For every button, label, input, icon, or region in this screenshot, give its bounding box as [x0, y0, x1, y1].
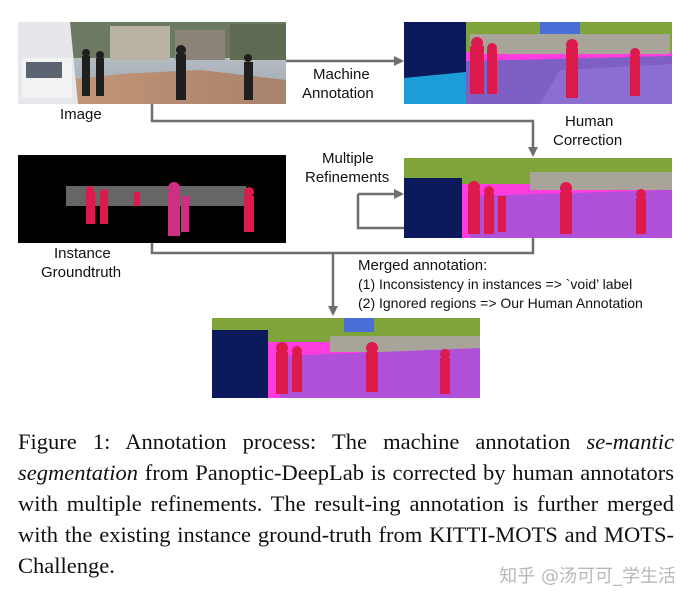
label-merged-line2: (2) Ignored regions => Our Human Annotat…: [358, 295, 643, 311]
caption-emphasis: se-mantic segmentation: [18, 429, 674, 485]
caption-prefix: Figure 1: Annotation process: The machin…: [18, 429, 587, 454]
machine-annotation-segmentation: [404, 22, 672, 104]
label-machine-annotation-1: Machine: [313, 66, 370, 83]
label-merged-line1: (1) Inconsistency in instances => `void’…: [358, 276, 633, 292]
label-instance-groundtruth-1: Instance: [54, 245, 111, 262]
label-instance-groundtruth-2: Groundtruth: [41, 264, 122, 281]
label-merged-title: Merged annotation:: [358, 257, 488, 274]
label-multiple-refinements-2: Refinements: [305, 169, 390, 186]
refined-annotation-segmentation: [404, 158, 672, 238]
watermark: 知乎 @汤可可_学生活: [499, 566, 676, 587]
arrow-merge-right: [333, 238, 535, 255]
figure-caption: Figure 1: Annotation process: The machin…: [18, 426, 674, 581]
annotation-pipeline-figure: [18, 22, 672, 398]
label-machine-annotation-2: Annotation: [302, 85, 374, 102]
flow-arrows: [150, 56, 538, 316]
caption-suffix: from Panoptic-DeepLab is corrected by hu…: [18, 460, 674, 578]
merged-annotation-segmentation: [212, 318, 480, 398]
arrow-human-correction: [150, 104, 538, 157]
arrow-merge-left: [150, 243, 333, 255]
label-image: Image: [60, 106, 102, 123]
instance-groundtruth-mask: [18, 155, 286, 243]
input-street-image: [18, 22, 286, 104]
label-human-correction-2: Correction: [553, 132, 623, 149]
label-human-correction-1: Human: [565, 113, 614, 130]
arrow-refinement-loop: [356, 194, 404, 230]
label-multiple-refinements-1: Multiple: [322, 150, 374, 167]
